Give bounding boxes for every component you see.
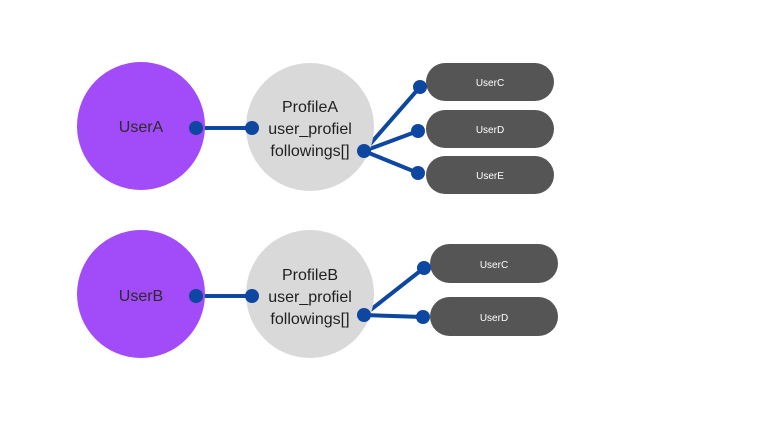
profile-node-a-line-3: followings[] [270,143,349,160]
connector-dot [413,80,427,94]
connector-dot [357,144,371,158]
user-node-b-label: UserB [119,288,163,305]
following-node-b-2-label: UserD [480,313,508,324]
connector-dot [245,121,259,135]
group-a: UserA ProfileA user_profiel followings[]… [77,62,554,194]
connector-dot [189,121,203,135]
connector-dot [357,308,371,322]
user-node-b [77,230,205,358]
profile-node-a-line-1: ProfileA [282,99,338,116]
profile-node-b-line-3: followings[] [270,311,349,328]
profile-node-b-line-1: ProfileB [282,267,338,284]
user-node-a [77,62,205,190]
connector-profile-b-user-c [362,266,426,317]
connector-dot [245,289,259,303]
connector-dot [189,289,203,303]
profile-node-a-line-2: user_profiel [268,121,352,138]
user-node-a-label: UserA [119,119,164,136]
following-node-a-2 [426,110,554,148]
connector-profile-b-user-d [363,313,424,319]
following-node-b-1 [430,244,558,283]
connector-dot [417,261,431,275]
connector-profile-a-user-e [363,149,419,175]
following-node-a-1 [426,63,554,101]
profile-node-b-line-2: user_profiel [268,289,352,306]
following-node-a-3-label: UserE [476,171,504,182]
group-b: UserB ProfileB user_profiel followings[]… [77,230,558,358]
profile-node-a [246,63,374,191]
following-node-a-2-label: UserD [476,125,504,136]
connector-dot [416,310,430,324]
connector-profile-a-user-d [363,129,419,153]
following-node-b-1-label: UserC [480,260,508,271]
connector-dot [411,124,425,138]
following-node-b-2 [430,297,558,336]
following-node-a-3 [426,156,554,194]
connector-dot [411,166,425,180]
profile-node-b [246,230,374,358]
following-node-a-1-label: UserC [476,78,504,89]
connector-profile-a-user-c [362,85,422,153]
